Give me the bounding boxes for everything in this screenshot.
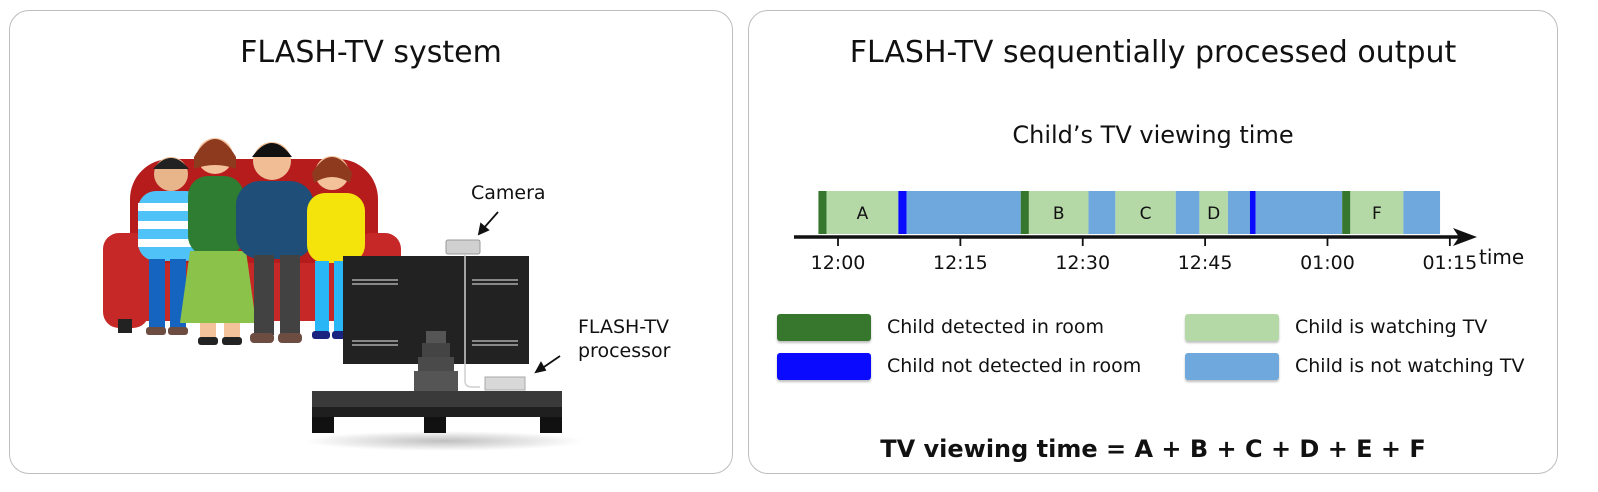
legend-swatch-detected: [777, 313, 871, 341]
timeline-segment-watching: [1199, 191, 1228, 234]
output-panel: FLASH-TV sequentially processed output C…: [748, 10, 1558, 474]
sister-figure: [307, 156, 365, 339]
legend-item-not-detected: Child not detected in room: [777, 352, 1141, 380]
mother-figure: [180, 138, 256, 345]
timeline-segment-not-watching: [1255, 191, 1343, 234]
timeline-segment-detected: [1020, 191, 1029, 234]
camera-arrow: [477, 211, 499, 236]
tv-stand: [304, 391, 584, 451]
system-title: FLASH-TV system: [240, 35, 502, 70]
legend-label-watching: Child is watching TV: [1295, 316, 1488, 338]
time-tick-label: 12:30: [1055, 252, 1110, 274]
camera-device: [445, 239, 481, 388]
time-axis-arrowhead: [1453, 228, 1477, 246]
child-figure: [138, 157, 204, 335]
legend-label-not-detected: Child not detected in room: [887, 355, 1142, 377]
time-tick-label: 01:15: [1422, 252, 1477, 274]
timeline-segment-detected: [818, 191, 827, 234]
timeline-segment-not-detected: [1249, 191, 1256, 234]
time-tick-label: 01:00: [1300, 252, 1355, 274]
legend-item-not-watching: Child is not watching TV: [1185, 352, 1524, 380]
legend-item-detected: Child detected in room: [777, 313, 1104, 341]
time-axis-label: time: [1479, 245, 1524, 269]
timeline-segment-not-watching: [1403, 191, 1441, 234]
timeline-title: Child’s TV viewing time: [1012, 121, 1294, 149]
camera-label: Camera: [471, 182, 546, 204]
legend-label-detected: Child detected in room: [887, 316, 1105, 338]
timeline-segment-not-watching: [906, 191, 1021, 234]
processor-device: [484, 376, 526, 391]
segment-label-a: A: [857, 204, 869, 224]
timeline-segment-not-watching: [1088, 191, 1116, 234]
legend-label-not-watching: Child is not watching TV: [1295, 355, 1525, 377]
legend-swatch-not-detected: [777, 352, 871, 380]
legend-item-watching: Child is watching TV: [1185, 313, 1487, 341]
segment-label-f: F: [1372, 204, 1382, 224]
father-figure: [236, 142, 314, 343]
processor-label-line1: FLASH-TV: [578, 316, 670, 338]
time-tick-label: 12:00: [811, 252, 866, 274]
segment-label-d: D: [1207, 204, 1220, 224]
time-tick-label: 12:45: [1178, 252, 1233, 274]
segment-label-b: B: [1053, 204, 1065, 224]
legend-swatch-watching: [1185, 313, 1279, 341]
viewing-time-formula: TV viewing time = A + B + C + D + E + F: [880, 435, 1426, 463]
tv-back: [343, 256, 529, 391]
system-panel: FLASH-TV system: [9, 10, 733, 474]
timeline-segment-watching: [1028, 191, 1089, 234]
segment-label-c: C: [1140, 204, 1152, 224]
timeline-chart: A B C D F 12:00 12:15 12:30 12:45 01:00 01:15 tim…: [794, 191, 1524, 274]
timeline-segment-watching: [826, 191, 899, 234]
timeline-segment-not-detected: [898, 191, 907, 234]
timeline-segment-watching: [1115, 191, 1176, 234]
time-tick-label: 12:15: [933, 252, 988, 274]
family-tv-illustration: [103, 138, 584, 451]
processor-arrow: [534, 355, 561, 374]
processor-label: FLASH-TV processor: [578, 316, 670, 364]
timeline-segment-watching: [1350, 191, 1404, 234]
processor-label-line2: processor: [578, 339, 671, 362]
timeline-segment-not-watching: [1227, 191, 1250, 234]
timeline-segment-not-watching: [1175, 191, 1200, 234]
legend-swatch-not-watching: [1185, 352, 1279, 380]
output-title: FLASH-TV sequentially processed output: [849, 35, 1457, 70]
timeline-segment-detected: [1342, 191, 1351, 234]
